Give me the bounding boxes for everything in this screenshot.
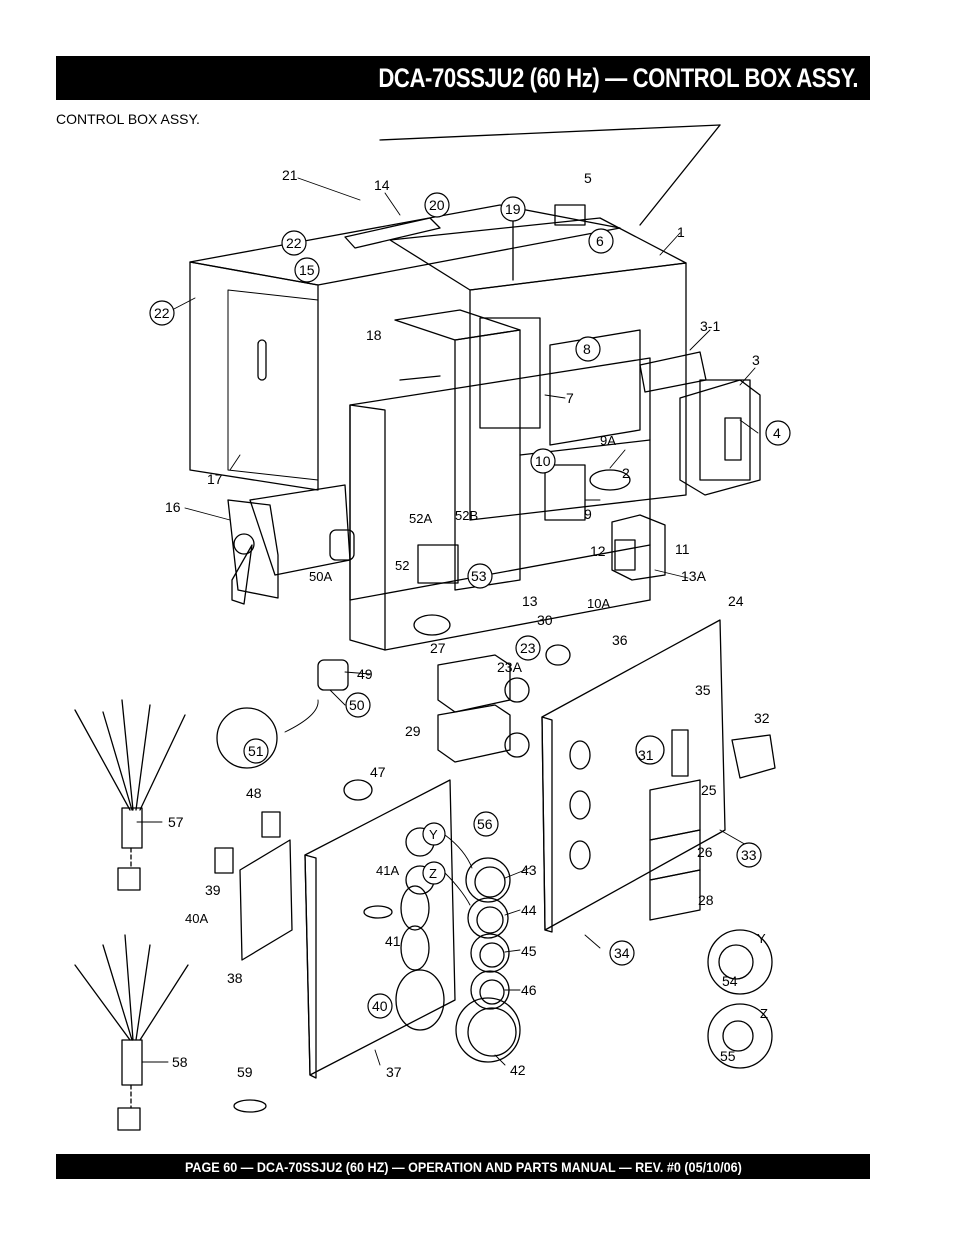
- circled-callouts: [149, 192, 791, 1019]
- top-cover: [189, 124, 721, 491]
- relay: [611, 514, 666, 581]
- callout-z-1: Z: [429, 866, 437, 881]
- callout-11: 11: [675, 541, 690, 557]
- callout-39: 39: [205, 882, 221, 898]
- callout-1: 1: [677, 224, 685, 240]
- callout-18: 18: [366, 327, 382, 343]
- callout-4: 4: [773, 425, 781, 441]
- callout-50: 50: [349, 697, 365, 713]
- hour-meters: [437, 654, 530, 763]
- callout-3: 3: [752, 352, 760, 368]
- callout-50a: 50A: [309, 569, 332, 584]
- callout-17: 17: [207, 471, 223, 487]
- callout-37: 37: [386, 1064, 402, 1080]
- callout-48: 48: [246, 785, 262, 801]
- callout-51: 51: [248, 743, 264, 759]
- callout-40a: 40A: [185, 911, 208, 926]
- callout-22-b: 22: [154, 305, 170, 321]
- leader-lines: [136, 177, 759, 1066]
- callout-15: 15: [299, 262, 315, 278]
- callout-20: 20: [429, 197, 445, 213]
- callout-44: 44: [521, 902, 537, 918]
- callout-32: 32: [754, 710, 770, 726]
- callout-z-2: Z: [760, 1006, 768, 1021]
- callout-5: 5: [584, 170, 592, 186]
- callout-16: 16: [165, 499, 181, 515]
- callout-14: 14: [374, 177, 390, 193]
- callout-24: 24: [728, 593, 744, 609]
- callout-41: 41: [385, 933, 401, 949]
- callout-8: 8: [583, 341, 591, 357]
- callout-labels: 1 2 3 3-1 4 5 6 7 8 9 9A 10 10A 11 12 13…: [154, 167, 781, 1080]
- callout-30: 30: [537, 612, 553, 628]
- detail-circles: [216, 707, 773, 1069]
- callout-2: 2: [622, 465, 630, 481]
- callout-52a: 52A: [409, 511, 432, 526]
- meters: [455, 857, 521, 1063]
- callout-y-2: Y: [757, 931, 766, 946]
- callout-43: 43: [521, 862, 537, 878]
- callout-26: 26: [697, 844, 713, 860]
- callout-10a: 10A: [587, 596, 610, 611]
- callout-36: 36: [612, 632, 628, 648]
- circuit-breaker: [639, 351, 761, 496]
- callout-46: 46: [521, 982, 537, 998]
- callout-49: 49: [357, 666, 373, 682]
- callout-35: 35: [695, 682, 711, 698]
- small-parts: [214, 204, 776, 1113]
- callout-13a: 13A: [681, 568, 707, 584]
- callout-27: 27: [430, 640, 446, 656]
- title-bar: DCA-70SSJU2 (60 Hz) — CONTROL BOX ASSY.: [56, 56, 870, 100]
- gauge-panel: [541, 619, 726, 933]
- callout-19: 19: [505, 201, 521, 217]
- callout-56: 56: [477, 816, 493, 832]
- callout-6: 6: [596, 233, 604, 249]
- callout-52: 52: [395, 558, 409, 573]
- callout-9a: 9A: [600, 433, 616, 448]
- callout-41a: 41A: [376, 863, 399, 878]
- callout-10: 10: [535, 453, 551, 469]
- callout-23: 23: [520, 640, 536, 656]
- callout-29: 29: [405, 723, 421, 739]
- callout-3-1: 3-1: [700, 318, 720, 334]
- callout-47: 47: [370, 764, 386, 780]
- meter-panel: [304, 779, 456, 1079]
- callout-13: 13: [522, 593, 538, 609]
- section-caption: CONTROL BOX ASSY.: [56, 111, 200, 127]
- callout-y-1: Y: [429, 827, 438, 842]
- callout-38: 38: [227, 970, 243, 986]
- main-frame: [349, 204, 687, 651]
- callout-54: 54: [722, 973, 738, 989]
- callout-45: 45: [521, 943, 537, 959]
- callout-40: 40: [372, 998, 388, 1014]
- callout-58: 58: [172, 1054, 188, 1070]
- callout-31: 31: [638, 747, 654, 763]
- callout-53: 53: [471, 568, 487, 584]
- footer-text: PAGE 60 — DCA-70SSJU2 (60 HZ) — OPERATIO…: [184, 1158, 742, 1175]
- callout-33: 33: [741, 847, 757, 863]
- yz-connections: [284, 699, 473, 906]
- callout-28: 28: [698, 892, 714, 908]
- callout-21: 21: [282, 167, 298, 183]
- callout-59: 59: [237, 1064, 253, 1080]
- callout-9: 9: [584, 506, 592, 522]
- callout-22-a: 22: [286, 235, 302, 251]
- callout-55: 55: [720, 1048, 736, 1064]
- callout-7: 7: [566, 390, 574, 406]
- callout-34: 34: [614, 945, 630, 961]
- callout-57: 57: [168, 814, 184, 830]
- callout-12: 12: [590, 543, 606, 559]
- callout-23a: 23A: [497, 659, 523, 675]
- callout-52b: 52B: [455, 508, 478, 523]
- callout-25: 25: [701, 782, 717, 798]
- wire-harnesses: [74, 699, 189, 1131]
- footer-bar: PAGE 60 — DCA-70SSJU2 (60 HZ) — OPERATIO…: [56, 1154, 870, 1179]
- selector-switch: [227, 484, 355, 605]
- callout-42: 42: [510, 1062, 526, 1078]
- page-title: DCA-70SSJU2 (60 Hz) — CONTROL BOX ASSY.: [378, 62, 858, 93]
